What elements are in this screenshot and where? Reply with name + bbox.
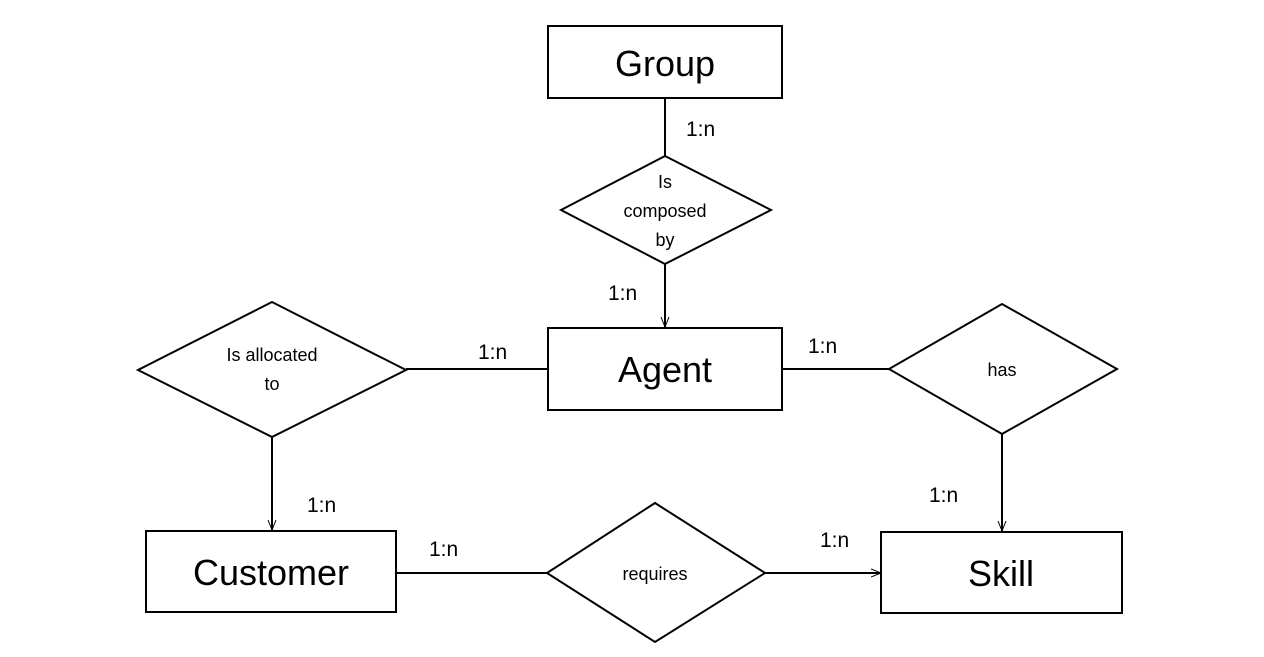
- relationship-is-composed-by-line-2: composed: [623, 201, 706, 221]
- relationship-is-allocated-to: Is allocated to: [135, 300, 409, 439]
- entity-agent: Agent: [547, 327, 783, 411]
- relationship-has-label: has: [987, 360, 1016, 380]
- cardinality-allocated-customer: 1:n: [307, 494, 336, 517]
- relationship-is-composed-by: Is composed by: [558, 154, 774, 266]
- cardinality-customer-requires: 1:n: [429, 538, 458, 561]
- relationship-is-composed-by-line-3: by: [655, 230, 674, 250]
- cardinality-agent-has: 1:n: [808, 335, 837, 358]
- cardinality-agent-allocated: 1:n: [478, 341, 507, 364]
- cardinality-has-skill: 1:n: [929, 484, 958, 507]
- relationship-requires: requires: [545, 501, 767, 644]
- entity-customer: Customer: [145, 530, 397, 613]
- cardinality-group-composed: 1:n: [686, 118, 715, 141]
- relationship-is-allocated-to-line-1: Is allocated: [226, 345, 317, 365]
- entity-group-label: Group: [615, 43, 715, 84]
- relationship-is-allocated-to-line-2: to: [264, 374, 279, 394]
- entity-skill-label: Skill: [968, 553, 1034, 594]
- relationship-requires-label: requires: [622, 564, 687, 584]
- cardinality-requires-skill: 1:n: [820, 529, 849, 552]
- entity-agent-label: Agent: [618, 349, 712, 390]
- relationship-has: has: [886, 302, 1120, 436]
- entity-skill: Skill: [880, 531, 1123, 614]
- cardinality-composed-agent: 1:n: [608, 282, 637, 305]
- entity-customer-label: Customer: [193, 552, 349, 593]
- relationship-is-composed-by-line-1: Is: [658, 172, 672, 192]
- entity-group: Group: [547, 25, 783, 99]
